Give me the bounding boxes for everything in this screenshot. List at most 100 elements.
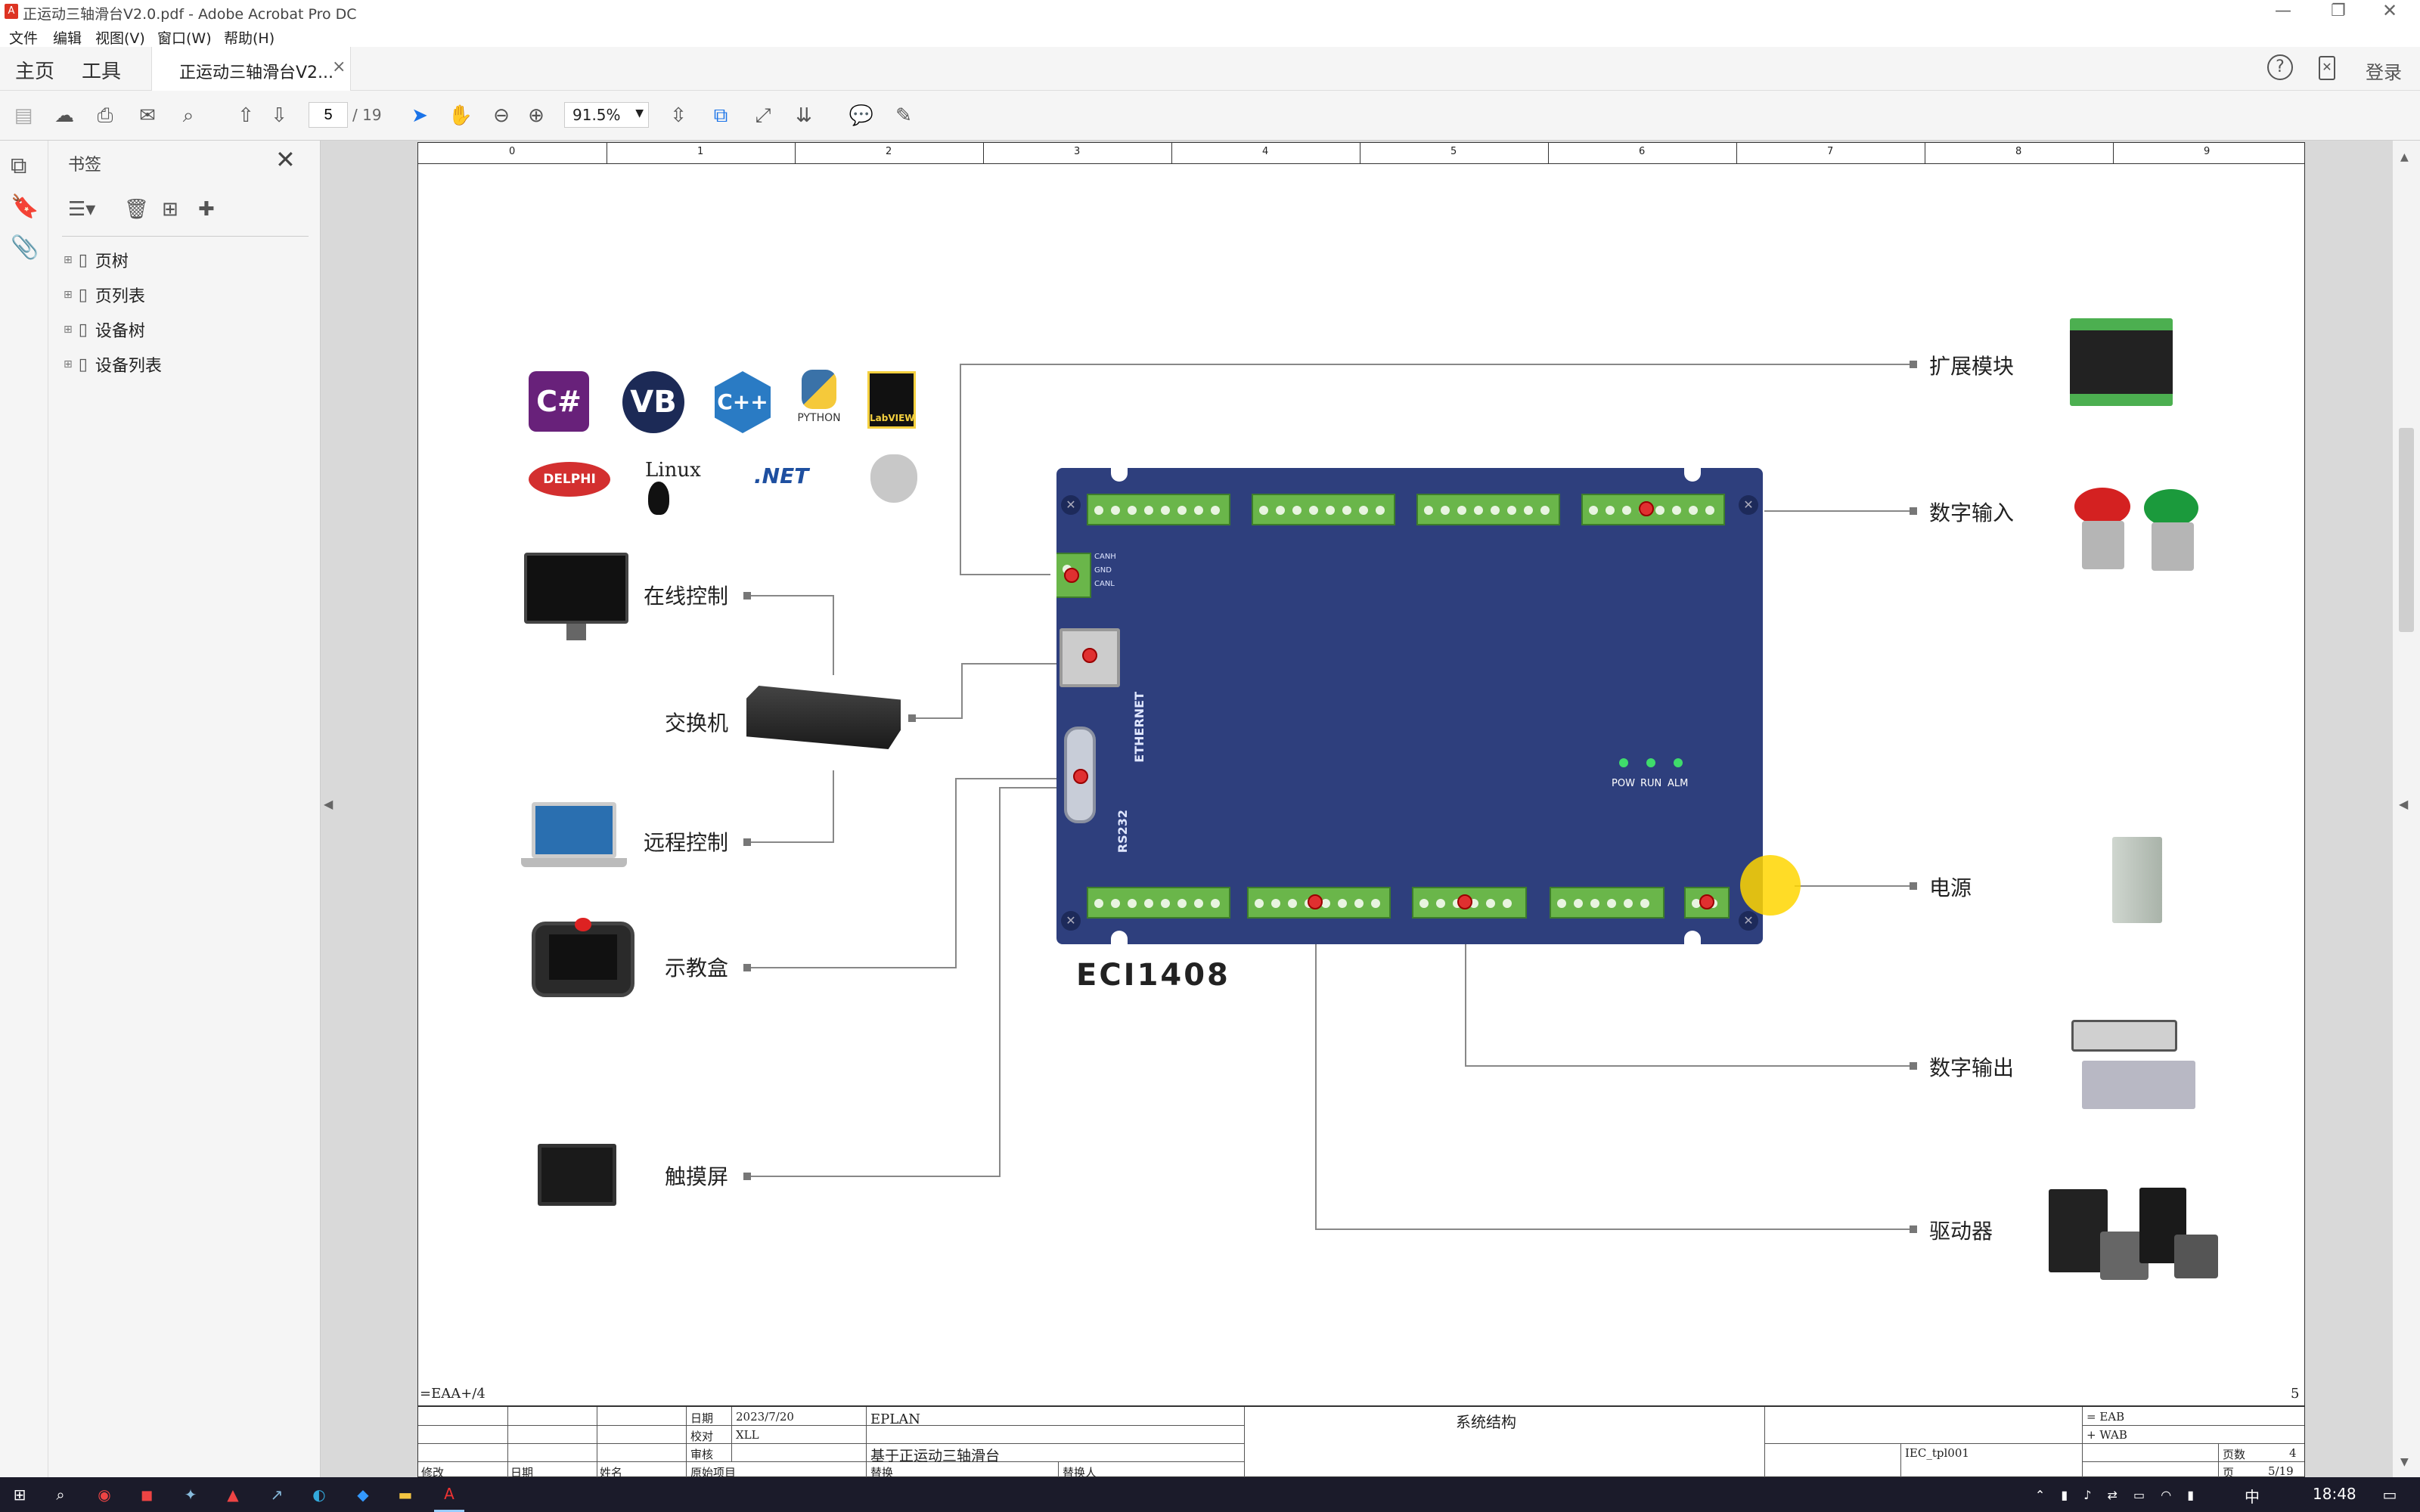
print-icon[interactable]: ⎙ <box>97 104 113 127</box>
menu-file[interactable]: 文件 <box>9 30 39 47</box>
tb-replace-label: 替换 <box>870 1466 894 1479</box>
tab-close-icon[interactable]: × <box>332 57 346 76</box>
label-remote-control: 远程控制 <box>644 830 729 855</box>
delete-bookmark-icon[interactable]: 🗑 <box>124 198 150 221</box>
right-scrollbar[interactable]: ▲ ◀ ▼ <box>2393 141 2420 1477</box>
help-icon[interactable]: ? <box>2267 54 2293 80</box>
tab-tools[interactable]: 工具 <box>82 60 122 83</box>
label-expansion-module: 扩展模块 <box>1929 354 2015 379</box>
fit-width-icon[interactable]: ⧉ <box>713 104 728 127</box>
expand-icon[interactable]: ⊞ <box>64 289 73 301</box>
connector-node <box>1910 1062 1917 1070</box>
minimize-icon[interactable]: — <box>2275 2 2291 20</box>
system-tray-icons[interactable]: ⌃ ▮ ♪ ⇄ ▭ ◠ ▮ <box>2034 1487 2201 1502</box>
notification-icon[interactable]: ▭ <box>2382 1486 2397 1504</box>
bookmark-ribbon-icon: ▯ <box>78 355 88 374</box>
terminal-screw <box>1624 899 1633 908</box>
push-button-green-body <box>2152 522 2194 571</box>
page-number-input[interactable] <box>309 102 348 128</box>
tab-document[interactable]: 正运动三轴滑台V2... × <box>151 47 351 91</box>
connector-node <box>1910 361 1917 368</box>
pendant-estop-icon <box>575 918 591 931</box>
close-window-icon[interactable]: ✕ <box>2382 0 2398 21</box>
connector-line <box>1465 882 1466 1067</box>
windows-start-icon[interactable]: ⊞ <box>13 1486 26 1504</box>
tray-time[interactable]: 18:48 <box>2313 1485 2356 1503</box>
mobile-link-icon[interactable]: ✕ <box>2319 56 2335 80</box>
file-explorer-icon[interactable]: ▬ <box>398 1486 413 1504</box>
taskbar-app-icon[interactable]: ◉ <box>98 1486 111 1504</box>
attachment-icon[interactable]: 📎 <box>11 234 39 261</box>
connector-node <box>743 838 751 846</box>
zoom-out-icon[interactable]: ⊖ <box>493 104 510 127</box>
highlight-pen-icon[interactable]: ✎ <box>895 104 912 127</box>
right-panel-arrow-icon[interactable]: ◀ <box>2399 797 2409 811</box>
search-icon[interactable]: ⌕ <box>182 104 194 127</box>
terminal-screw <box>1288 899 1297 908</box>
close-panel-icon[interactable]: ✕ <box>275 145 296 174</box>
bookmark-item[interactable]: ⊞ ▯ 页树 <box>64 245 129 275</box>
zoom-in-icon[interactable]: ⊕ <box>528 104 544 127</box>
bookmark-settings-icon[interactable]: ✚ <box>198 198 215 221</box>
menu-view[interactable]: 视图(V) <box>95 30 145 47</box>
chevron-down-icon: ▼ <box>635 107 644 119</box>
tab-home[interactable]: 主页 <box>15 60 55 83</box>
save-icon[interactable]: ▤ <box>14 104 33 127</box>
connector-node <box>1910 1225 1917 1233</box>
scroll-up-icon[interactable]: ▲ <box>2400 151 2409 163</box>
scroll-mode-icon[interactable]: ⇊ <box>796 104 812 127</box>
bookmark-icon[interactable]: 🔖 <box>11 194 39 220</box>
terminal-screw <box>1276 506 1285 515</box>
taskbar-search-icon[interactable]: ⌕ <box>56 1486 65 1504</box>
acrobat-taskbar-icon[interactable]: A <box>434 1477 464 1512</box>
menu-edit[interactable]: 编辑 <box>53 30 82 47</box>
windows-taskbar: ⊞ ⌕ ◉ ◼ ✦ ▲ ↗ ◐ ◆ ▬ A ⌃ ▮ ♪ ⇄ ▭ ◠ ▮ 中 18… <box>0 1477 2420 1512</box>
prev-page-icon[interactable]: ⇧ <box>237 104 254 127</box>
zoom-select[interactable]: 91.5% ▼ <box>564 102 649 128</box>
terminal-screw <box>1094 506 1103 515</box>
bookmark-item[interactable]: ⊞ ▯ 设备列表 <box>64 349 162 380</box>
taskbar-app-icon[interactable]: ✦ <box>184 1486 197 1504</box>
expand-icon[interactable]: ⊞ <box>64 324 73 336</box>
options-menu-icon[interactable]: ☰▾ <box>68 198 96 221</box>
terminal-screw <box>1144 899 1153 908</box>
scroll-down-icon[interactable]: ▼ <box>2400 1456 2409 1468</box>
restore-icon[interactable]: ❐ <box>2331 2 2346 20</box>
ime-indicator[interactable]: 中 <box>2245 1488 2260 1506</box>
hand-tool-icon[interactable]: ✋ <box>448 104 473 127</box>
taskbar-app-icon[interactable]: ◆ <box>357 1486 369 1504</box>
output-terminal-block <box>1550 887 1665 919</box>
new-bookmark-icon[interactable]: ⊞ <box>162 198 178 221</box>
scroll-thumb[interactable] <box>2399 428 2414 632</box>
mount-hole-icon: ✕ <box>1061 495 1081 515</box>
terminal-screw <box>1128 506 1137 515</box>
bookmark-item[interactable]: ⊞ ▯ 页列表 <box>64 280 145 310</box>
left-navigation-rail: ⧉ 🔖 📎 <box>0 141 48 1477</box>
bookmark-item[interactable]: ⊞ ▯ 设备树 <box>64 314 145 345</box>
driver-connection-point <box>1308 894 1323 909</box>
taskbar-app-icon[interactable]: ↗ <box>270 1486 284 1504</box>
email-icon[interactable]: ✉ <box>139 104 156 127</box>
panel-divider <box>62 236 309 237</box>
menu-help[interactable]: 帮助(H) <box>224 30 275 47</box>
collapse-panel-arrow-icon[interactable]: ◀ <box>324 797 334 811</box>
fit-page-icon[interactable]: ⇳ <box>670 104 687 127</box>
taskbar-app-icon[interactable]: ◐ <box>312 1486 326 1504</box>
page-thumbnails-icon[interactable]: ⧉ <box>11 153 27 179</box>
comment-icon[interactable]: 💬 <box>849 104 874 127</box>
fullscreen-icon[interactable]: ⤢ <box>755 104 771 127</box>
terminal-screw <box>1689 506 1698 515</box>
taskbar-app-icon[interactable]: ▲ <box>227 1486 239 1504</box>
mount-hole-icon: ✕ <box>1739 911 1758 931</box>
tb-system-title: 系统结构 <box>1456 1413 1516 1431</box>
tb-line <box>1764 1407 1765 1478</box>
menu-window[interactable]: 窗口(W) <box>157 30 212 47</box>
select-cursor-icon[interactable]: ➤ <box>411 104 428 127</box>
next-page-icon[interactable]: ⇩ <box>271 104 287 127</box>
login-link[interactable]: 登录 <box>2366 62 2402 83</box>
taskbar-app-icon[interactable]: ◼ <box>140 1486 154 1504</box>
expand-icon[interactable]: ⊞ <box>64 358 73 370</box>
python-logo-text: PYTHON <box>797 412 841 424</box>
expand-icon[interactable]: ⊞ <box>64 254 73 266</box>
upload-cloud-icon[interactable]: ☁ <box>54 104 74 127</box>
